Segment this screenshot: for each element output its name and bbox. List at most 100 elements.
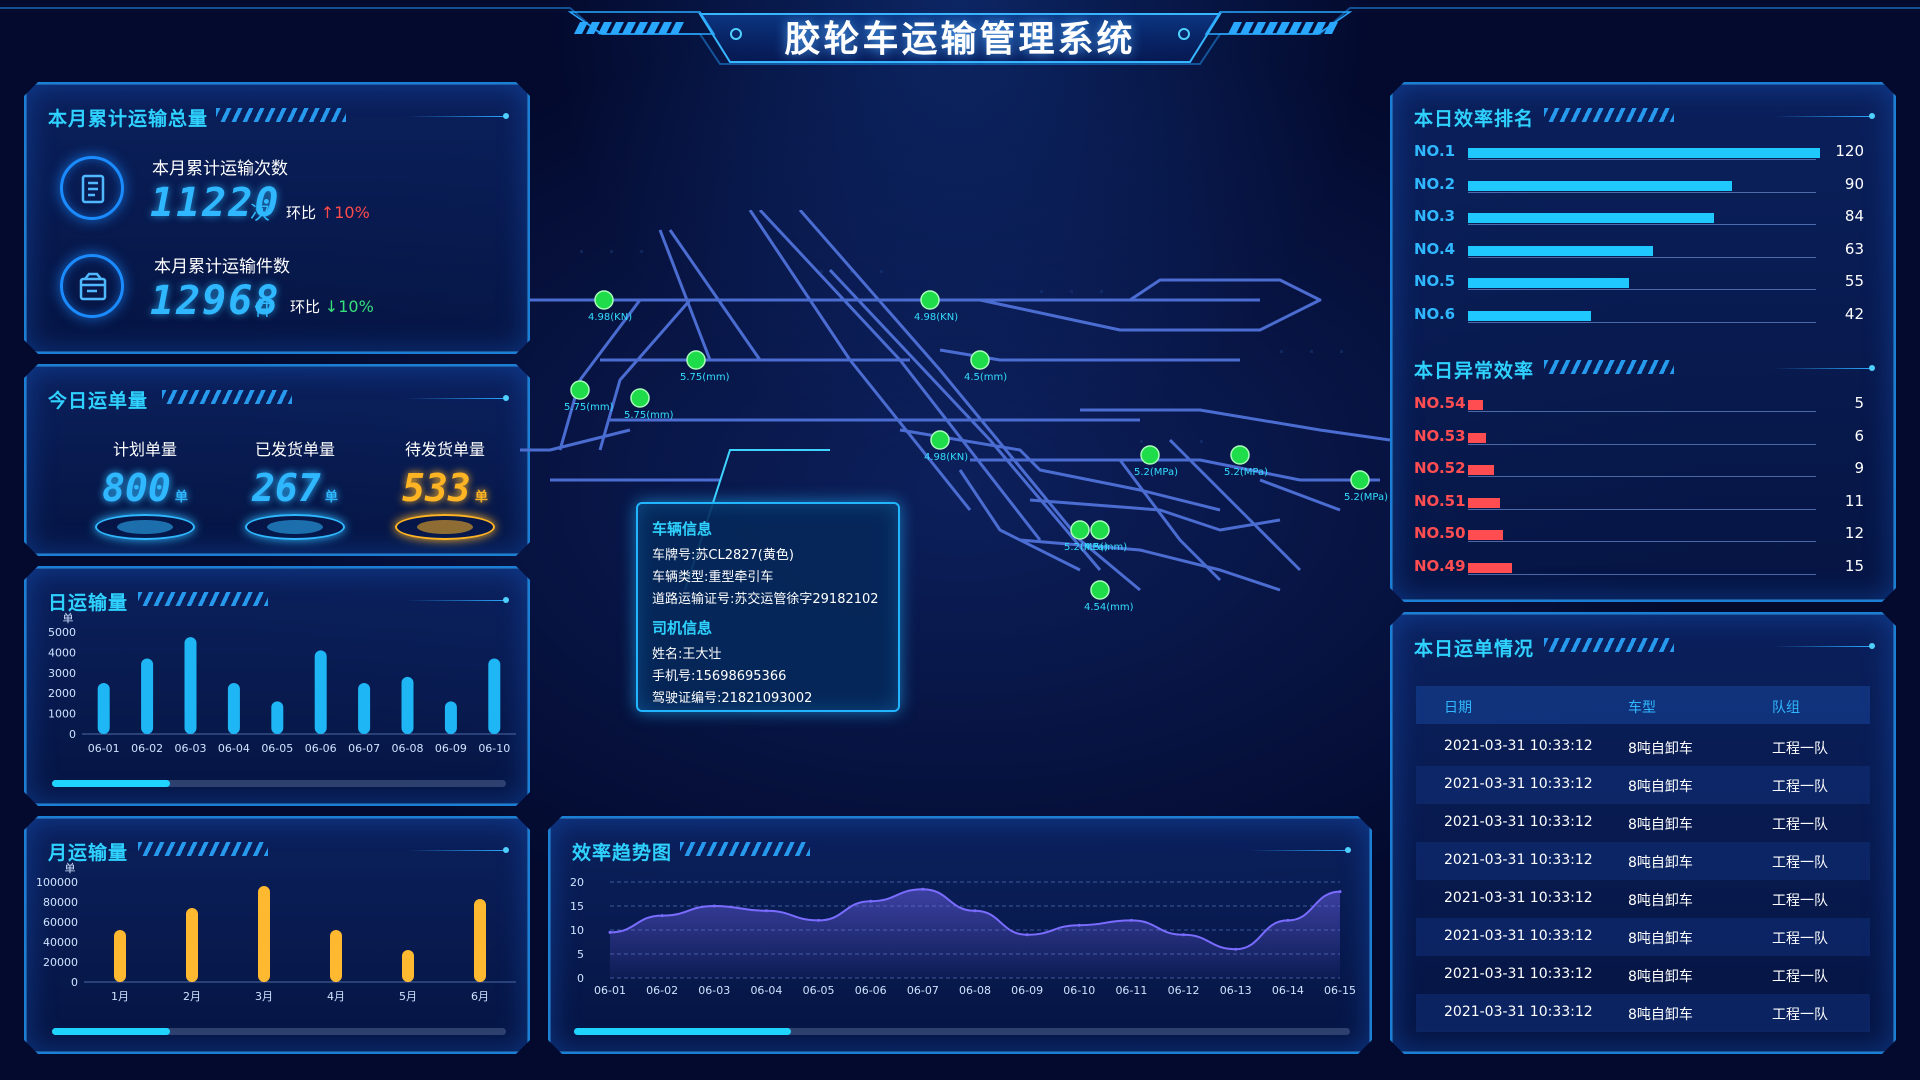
daily-chart-scrollbar[interactable]: [52, 780, 506, 787]
compare-label: 环比: [290, 298, 321, 316]
monthly-chart-scrollbar[interactable]: [52, 1028, 506, 1035]
sensor-marker[interactable]: 4.98(KN): [588, 290, 632, 323]
rank-label: NO.54: [1414, 394, 1466, 412]
page-title: 胶轮车运输管理系统: [784, 19, 1136, 60]
table-row[interactable]: 2021-03-31 10:33:12 8吨自卸车 工程一队: [1416, 956, 1870, 994]
mine-tunnel-map[interactable]: 4.98(KN) 5.75(mm) 5.75(mm) 5.75(mm) 4.98(KN)…: [520, 210, 1460, 630]
sensor-marker[interactable]: 4.54(mm): [1084, 580, 1134, 613]
y-tick-label: 60000: [43, 916, 78, 929]
sensor-marker[interactable]: 5.75(mm): [624, 388, 674, 421]
x-tick-label: 06-01: [88, 742, 120, 755]
monthly-total-panel: 本月累计运输总量 本月累计运输次数 11220 次 环比 ↑10% 本月累计运输…: [24, 82, 530, 354]
rank-track: [1468, 192, 1816, 193]
x-tick-label: 06-08: [959, 984, 991, 997]
title-stripes: [1544, 360, 1674, 374]
table-cell: 8吨自卸车: [1628, 969, 1693, 985]
sensor-icon: [1070, 520, 1090, 540]
rank-bar: [1468, 433, 1486, 443]
rank-label: NO.6: [1414, 305, 1456, 323]
sensor-marker[interactable]: 4.5(mm): [1084, 520, 1127, 553]
trend-point: [921, 888, 924, 891]
items-label: 本月累计运输件数: [154, 257, 290, 277]
sensor-marker[interactable]: 5.2(MPa): [1134, 445, 1178, 478]
table-cell: 工程一队: [1772, 969, 1828, 985]
sensor-reading: 5.75(mm): [680, 372, 730, 383]
y-tick-label: 20000: [43, 956, 78, 969]
rank-value: 5: [1854, 394, 1864, 412]
sensor-marker[interactable]: 4.98(KN): [924, 430, 968, 463]
table-cell: 2021-03-31 10:33:12: [1444, 966, 1593, 982]
trend-area: [610, 889, 1340, 978]
rank-bar: [1468, 400, 1483, 410]
y-tick-label: 0: [71, 976, 78, 989]
table-cell: 8吨自卸车: [1628, 1007, 1693, 1023]
rank-track: [1468, 257, 1816, 258]
x-tick-label: 06-03: [175, 742, 207, 755]
rank-value: 90: [1844, 174, 1864, 193]
trend-point: [1234, 948, 1237, 951]
sensor-marker[interactable]: 4.5(mm): [964, 350, 1007, 383]
rank-track: [1468, 289, 1816, 290]
scroll-thumb[interactable]: [52, 780, 170, 787]
title-line: [406, 116, 506, 117]
sensor-marker[interactable]: 5.2(MPa): [1224, 445, 1268, 478]
sensor-icon: [1140, 445, 1160, 465]
compare-value: 10%: [334, 203, 370, 222]
table-header: 日期 车型 队组: [1416, 686, 1870, 724]
rank-value: 12: [1844, 524, 1864, 543]
scroll-thumb[interactable]: [574, 1028, 791, 1035]
sensor-icon: [1090, 520, 1110, 540]
column-header[interactable]: 日期: [1444, 700, 1472, 716]
rank-label: NO.3: [1414, 207, 1456, 226]
sensor-marker[interactable]: 4.98(KN): [914, 290, 958, 323]
order-label: 计划单量: [112, 440, 177, 459]
title-stripes: [138, 842, 268, 856]
table-cell: 工程一队: [1772, 931, 1828, 947]
order-value: 800: [102, 466, 171, 510]
title-stripes: [1544, 638, 1674, 652]
bar: [474, 899, 486, 982]
rank-label: NO.5: [1414, 272, 1456, 291]
sensor-marker[interactable]: 5.75(mm): [680, 350, 730, 383]
x-tick-label: 06-14: [1272, 984, 1304, 997]
rank-value: 42: [1844, 305, 1864, 323]
sensor-marker[interactable]: 5.2(MPa): [1344, 470, 1388, 503]
table-cell: 8吨自卸车: [1628, 779, 1693, 795]
y-tick-label: 10: [570, 924, 584, 937]
x-tick-label: 06-07: [348, 742, 380, 755]
bar: [488, 659, 500, 734]
sensor-reading: 5.2(MPa): [1224, 467, 1268, 478]
sensor-icon: [920, 290, 940, 310]
pedestal-core: [117, 520, 173, 534]
bar: [445, 701, 457, 734]
bar: [186, 908, 198, 982]
title-line: [1772, 646, 1872, 647]
trend-point: [1026, 933, 1029, 936]
scroll-thumb[interactable]: [52, 1028, 170, 1035]
table-cell: 8吨自卸车: [1628, 741, 1693, 757]
trend-chart-scrollbar[interactable]: [574, 1028, 1350, 1035]
bar: [141, 659, 153, 734]
column-header[interactable]: 车型: [1628, 700, 1656, 716]
rank-track: [1468, 411, 1816, 412]
title-line: [1772, 368, 1872, 369]
column-header[interactable]: 队组: [1772, 700, 1800, 716]
sensor-marker[interactable]: 5.75(mm): [564, 380, 614, 413]
bar: [271, 701, 283, 734]
sensor-marker[interactable]: 5.2(MPa): [1064, 520, 1108, 553]
package-icon: [60, 254, 124, 318]
table-cell: 2021-03-31 10:33:12: [1444, 1004, 1593, 1020]
pedestal-base: [245, 514, 345, 540]
order-value: 267: [252, 466, 321, 510]
x-tick-label: 6月: [471, 990, 489, 1003]
